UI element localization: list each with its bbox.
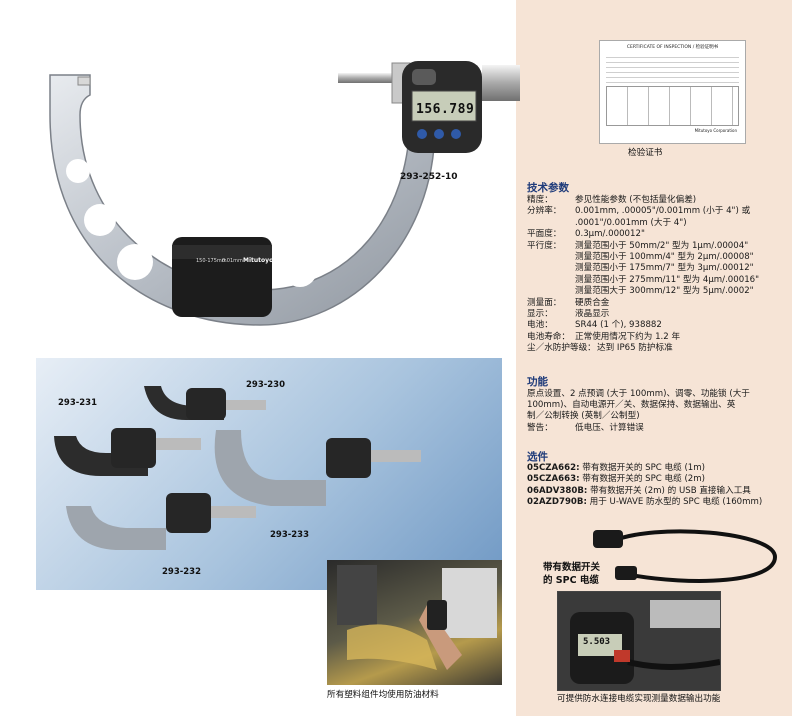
spec-row: .0001"/0.001mm (大于 4") — [527, 218, 789, 229]
spec-key: 尘／水防护等级： — [527, 343, 596, 354]
machining-photo — [327, 560, 502, 685]
spec-row: 电池： SR44 (1 个), 938882 — [527, 320, 789, 331]
spec-value: 0.001mm, .00005"/0.001mm (小于 4") 或 — [575, 206, 751, 217]
spec-value: SR44 (1 个), 938882 — [575, 320, 662, 331]
label-c: 293-233 — [270, 530, 310, 540]
spec-key: 电池： — [527, 320, 553, 331]
frame-resolution: 0.01mm — [222, 258, 243, 264]
spec-value: 测量范围小于 100mm/4" 型为 2μm/.00008" — [575, 251, 754, 262]
spec-row: 测量范围小于 275mm/11" 型为 4μm/.00016" — [527, 275, 789, 286]
frame-brand: Mitutoyo — [243, 257, 274, 264]
spec-key: 显示： — [527, 308, 553, 319]
option-row: 05CZA663: 带有数据开关的 SPC 电缆 (2m) — [527, 474, 705, 485]
certificate-title: CERTIFICATE OF INSPECTION / 检验证明书 — [626, 45, 719, 50]
certificate-caption: 检验证书 — [628, 148, 663, 158]
options-heading: 选件 — [527, 451, 548, 463]
spec-key: 测量面： — [527, 297, 562, 308]
spec-value: 测量范围大于 300mm/12" 型为 5μm/.0002" — [575, 286, 754, 297]
spec-value: 测量范围小于 50mm/2" 型为 1μm/.00004" — [575, 240, 749, 251]
specs-heading: 技术参数 — [527, 182, 569, 194]
option-row: 06ADV380B: 带有数据开关 (2m) 的 USB 直接输入工具 — [527, 485, 751, 496]
alarm-value: 低电压、计算错误 — [575, 423, 644, 433]
frame-range: 150-175mm — [196, 258, 227, 264]
options-list: 05CZA662: 带有数据开关的 SPC 电缆 (1m) 05CZA663: … — [527, 463, 762, 509]
spec-key: 分辨率： — [527, 206, 562, 217]
spec-row: 测量范围大于 300mm/12" 型为 5μm/.0002" — [527, 286, 789, 297]
label-d: 293-232 — [162, 567, 202, 577]
lcd-reading: 156.789 — [416, 102, 475, 117]
spec-row: 电池寿命： 正常使用情况下约为 1.2 年 — [527, 332, 789, 343]
spec-value: .0001"/0.001mm (大于 4") — [575, 217, 687, 228]
spec-key: 平面度： — [527, 229, 562, 240]
functions-line-1: 原点设置、2 点预调 (大于 100mm)、调零、功能锁 (大于 — [527, 389, 750, 399]
spec-row: 平面度： 0.3μm/.000012" — [527, 229, 789, 240]
spec-key: 电池寿命： — [527, 331, 570, 342]
spec-row: 显示： 液晶显示 — [527, 309, 789, 320]
spec-row: 测量范围小于 100mm/4" 型为 2μm/.00008" — [527, 252, 789, 263]
option-row: 02AZD790B: 用于 U-WAVE 防水型的 SPC 电缆 (160mm) — [527, 497, 763, 508]
spec-row: 精度： 参见性能参数 (不包括量化偏差) — [527, 195, 789, 206]
spec-value: 达到 IP65 防护标准 — [597, 343, 673, 354]
machining-caption: 所有塑料组件均使用防油材料 — [327, 690, 439, 700]
main-micrometer-image — [49, 61, 520, 326]
spec-value: 0.3μm/.000012" — [575, 229, 645, 240]
spc-cable-image — [593, 529, 778, 583]
spec-row: 分辨率： 0.001mm, .00005"/0.001mm (小于 4") 或 — [527, 206, 789, 217]
label-a: 293-230 — [246, 380, 286, 390]
functions-line-2: 100mm)、自动电源开／关、数据保持、数据输出、英 — [527, 400, 736, 410]
spec-value: 测量范围小于 175mm/7" 型为 3μm/.00012" — [575, 263, 754, 274]
spec-value: 参见性能参数 (不包括量化偏差) — [575, 195, 697, 205]
spec-row: 测量范围小于 175mm/7" 型为 3μm/.00012" — [527, 263, 789, 274]
specs-list: 精度： 参见性能参数 (不包括量化偏差) 分辨率： 0.001mm, .00005"/… — [527, 195, 789, 354]
spec-row: 尘／水防护等级：达到 IP65 防护标准 — [527, 343, 789, 354]
spec-value: 硬质合金 — [575, 297, 610, 308]
alarm-key: 警告： — [527, 423, 553, 433]
label-b: 293-231 — [58, 398, 98, 408]
spec-row: 测量面： 硬质合金 — [527, 298, 789, 309]
certificate-image: CERTIFICATE OF INSPECTION / 检验证明书 Mituto… — [599, 40, 746, 144]
spec-value: 液晶显示 — [575, 308, 610, 319]
spec-value: 正常使用情况下约为 1.2 年 — [575, 331, 681, 342]
cable-photo — [557, 591, 721, 691]
lcd-reading-small: 5.503 — [583, 637, 611, 647]
functions-line-3: 制／公制转换 (英制／公制型) — [527, 411, 640, 421]
cable-label-1: 带有数据开关 — [543, 562, 601, 573]
spec-key: 精度： — [527, 195, 553, 205]
functions-heading: 功能 — [527, 376, 548, 388]
spec-row: 平行度： 测量范围小于 50mm/2" 型为 1μm/.00004" — [527, 241, 789, 252]
certificate-footer: Mitutoyo Corporation — [694, 128, 737, 133]
spec-key: 平行度： — [527, 240, 562, 251]
cable-label-2: 的 SPC 电缆 — [543, 575, 599, 586]
product-group-photo — [36, 358, 502, 590]
option-row: 05CZA662: 带有数据开关的 SPC 电缆 (1m) — [527, 463, 705, 473]
spec-value: 测量范围小于 275mm/11" 型为 4μm/.00016" — [575, 274, 760, 285]
label-main: 293-252-10 — [400, 172, 458, 182]
cable-photo-caption: 可提供防水连接电缆实现测量数据输出功能 — [557, 694, 721, 704]
